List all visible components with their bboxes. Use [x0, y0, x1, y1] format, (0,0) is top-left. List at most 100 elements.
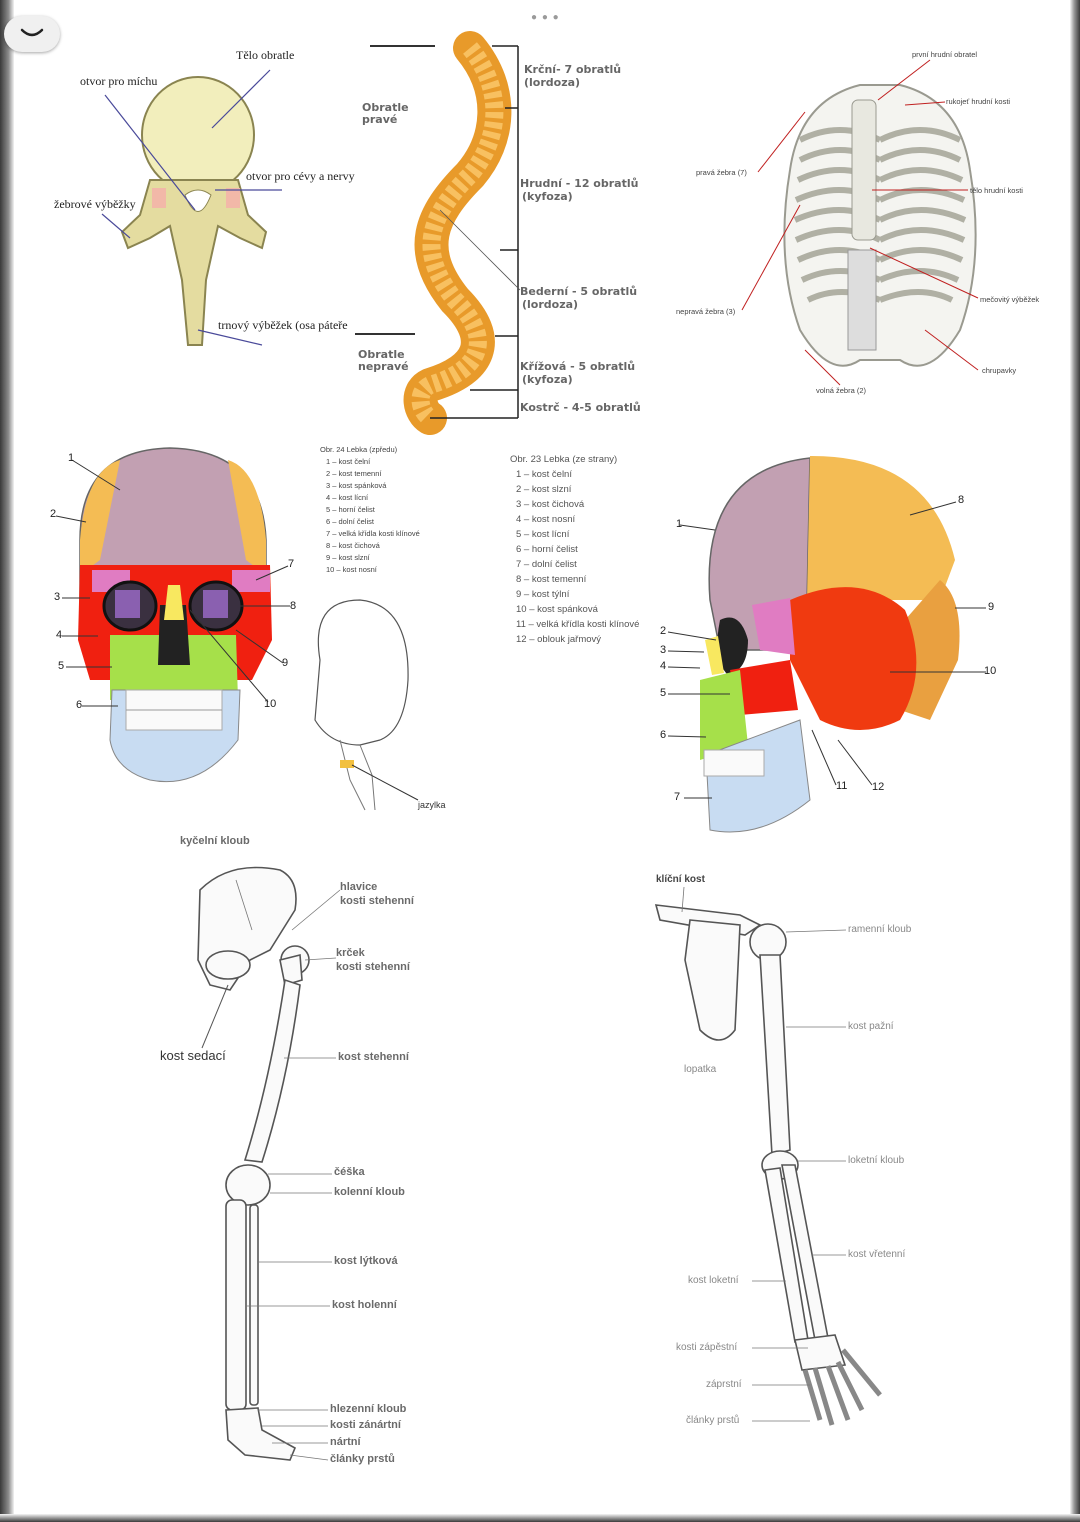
label-false-vertebrae: Obratle nepravé: [358, 348, 409, 373]
label-hyoid: jazylka: [418, 800, 446, 810]
skull-side-num-1: 1: [676, 518, 683, 530]
skull-side-num-12: 12: [872, 781, 885, 793]
skull-front-caption: Obr. 24 Lebka (zpředu) 1 – kost čelní 2 …: [320, 444, 420, 576]
vertebra-illustration: [101, 69, 282, 346]
skull-side-item: 5 – kost lícní: [516, 529, 570, 540]
label-ulna: kost loketní: [688, 1275, 739, 1286]
skull-side-item: 6 – horní čelist: [516, 544, 578, 555]
label-humerus: kost pažní: [848, 1021, 894, 1032]
label-ankle-joint: hlezenní kloub: [330, 1403, 407, 1415]
skull-side-item: 12 – oblouk jařmový: [516, 634, 602, 645]
skull-front-num-10: 10: [264, 698, 277, 710]
label-cervical: Krční- 7 obratlů: [524, 63, 622, 76]
label-scapula: lopatka: [684, 1064, 717, 1075]
arm-skeleton-illustration: [654, 886, 882, 1426]
label-manubrium: rukojeť hrudní kosti: [946, 97, 1011, 106]
skull-side-item: 10 – kost spánková: [516, 604, 598, 615]
label-clavicle: klíční kost: [656, 874, 705, 885]
skull-front-num-2: 2: [50, 508, 57, 520]
label-cartilage: chrupavky: [982, 366, 1017, 375]
skull-side-num-5: 5: [660, 687, 667, 699]
label-true-ribs: pravá žebra (7): [696, 168, 747, 177]
skull-side-item: 9 – kost týlní: [516, 589, 570, 600]
drag-handle-dots-icon[interactable]: ● ● ●: [531, 12, 560, 23]
skull-side-item: 1 – kost čelní: [516, 469, 572, 480]
skull-side-num-3: 3: [660, 644, 667, 656]
label-sacral: Křížová - 5 obratlů: [520, 360, 636, 373]
label-coccyx: Kostrč - 4-5 obratlů: [520, 401, 641, 414]
label-thoracic-sub: (kyfoza): [522, 190, 573, 203]
skull-front-caption-list: 1 – kost čelní 2 – kost temenní 3 – kost…: [320, 456, 420, 576]
label-ischium: kost sedací: [160, 1048, 226, 1063]
skull-side-caption-title: Obr. 23 Lebka (ze strany): [510, 454, 618, 465]
label-femur-head: hlavice: [340, 881, 378, 893]
label-false-ribs: nepravá žebra (3): [676, 307, 736, 316]
skull-side-item: 7 – dolní čelist: [516, 559, 577, 570]
label-xiphoid: mečovitý výběžek: [980, 295, 1040, 304]
label-radius: kost vřetenní: [848, 1249, 906, 1260]
skull-side-caption: Obr. 23 Lebka (ze strany) 1 – kost čelní…: [510, 452, 639, 647]
skull-front-num-1: 1: [68, 452, 75, 464]
label-thoracic: Hrudní - 12 obratlů: [520, 177, 639, 190]
chevron-down-icon: [20, 28, 44, 37]
skull-side-num-10: 10: [984, 665, 997, 677]
label-sacral-sub: (kyfoza): [522, 373, 573, 386]
skull-front-num-4: 4: [56, 629, 63, 641]
skull-front-item: 6 – dolní čelist: [326, 517, 374, 526]
label-shoulder-joint: ramenní kloub: [848, 924, 912, 935]
label-metacarpals: záprstní: [706, 1379, 742, 1390]
skull-front-item: 10 – kost nosní: [326, 565, 377, 574]
label-toe-phalanges: články prstů: [330, 1453, 395, 1465]
skull-side-num-11: 11: [836, 780, 848, 792]
skull-side-item: 2 – kost slzní: [516, 484, 572, 495]
skull-front-item: 7 – velká křídla kosti klínové: [326, 529, 420, 538]
skull-front-item: 3 – kost spánková: [326, 481, 387, 490]
label-fibula: kost lýtková: [334, 1255, 398, 1267]
label-elbow-joint: loketní kloub: [848, 1155, 905, 1166]
skull-side-num-8: 8: [958, 494, 965, 506]
skull-side-num-2: 2: [660, 625, 667, 637]
skull-side-item: 11 – velká křídla kosti klínové: [516, 619, 640, 630]
skull-side-item: 8 – kost temenní: [516, 574, 587, 585]
skull-side-num-6: 6: [660, 729, 667, 741]
label-patella: čéška: [334, 1166, 365, 1178]
label-finger-phalanges: články prstů: [686, 1415, 740, 1426]
label-tibia: kost holenní: [332, 1299, 397, 1311]
skull-side-illustration: [667, 455, 986, 833]
label-femur-head-2: kosti stehenní: [340, 895, 414, 907]
skull-front-item: 1 – kost čelní: [326, 457, 371, 466]
label-spinous-process: trnový výběžek (osa páteře: [218, 318, 348, 332]
label-femur-neck: krček: [336, 947, 365, 959]
label-vertebra-body: Tělo obratle: [236, 48, 295, 62]
skull-front-caption-title: Obr. 24 Lebka (zpředu): [320, 445, 398, 454]
label-femur-neck-2: kosti stehenní: [336, 961, 410, 973]
frame-edge-left: [0, 0, 14, 1522]
label-lumbar: Bederní - 5 obratlů: [520, 285, 638, 298]
back-button[interactable]: [4, 16, 60, 52]
rib-cage-illustration: [741, 59, 979, 386]
skull-front-num-6: 6: [76, 699, 83, 711]
label-femur: kost stehenní: [338, 1051, 409, 1063]
frame-edge-right: [1070, 0, 1080, 1522]
label-spinal-foramen: otvor pro míchu: [80, 74, 158, 88]
skull-front-num-3: 3: [54, 591, 61, 603]
label-knee-joint: kolenní kloub: [334, 1186, 405, 1198]
label-carpals: kosti zápěstní: [676, 1342, 738, 1353]
label-costal-process: žebrové výběžky: [54, 197, 136, 211]
skull-side-num-7: 7: [674, 791, 681, 803]
leg-skeleton-illustration: [197, 866, 341, 1461]
skull-front-item: 9 – kost slzní: [326, 553, 370, 562]
skull-side-caption-list: 1 – kost čelní 2 – kost slzní 3 – kost č…: [510, 467, 639, 647]
label-first-thoracic: první hrudní obratel: [912, 50, 978, 59]
frame-edge-bottom: [0, 1514, 1080, 1522]
skull-front-item: 5 – horní čelist: [326, 505, 375, 514]
label-vessel-foramen: otvor pro cévy a nervy: [246, 169, 355, 183]
skull-front-num-9: 9: [282, 657, 289, 669]
hyoid-skull-illustration: [314, 599, 419, 811]
skull-front-num-5: 5: [58, 660, 65, 672]
label-tarsals: kosti zánártní: [330, 1419, 401, 1431]
skull-side-item: 4 – kost nosní: [516, 514, 576, 525]
label-cervical-sub: (lordoza): [524, 76, 581, 89]
label-floating-ribs: volná žebra (2): [816, 386, 867, 395]
